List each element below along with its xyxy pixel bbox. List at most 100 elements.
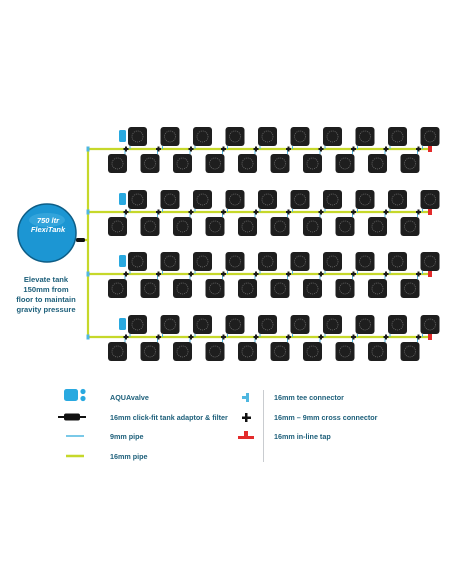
pot-icon: [303, 154, 322, 173]
cross-connector-icon: [123, 336, 129, 338]
pot-icon: [238, 217, 257, 236]
pot-icon: [238, 154, 257, 173]
cross-connector-icon: [221, 273, 226, 275]
pot-icon: [335, 342, 355, 361]
pot-icon: [205, 342, 225, 361]
cross-connector-icon: [156, 211, 161, 213]
pot-icon: [173, 342, 192, 361]
pot-icon: [108, 217, 127, 236]
legend-item-tank-adaptor: 16mm click-fit tank adaptor & filter: [110, 412, 228, 422]
pot-icon: [400, 342, 420, 361]
pot-icon: [238, 279, 257, 298]
pot-icon: [368, 154, 387, 173]
pot-icon: [193, 190, 212, 209]
cross-connector-icon: [156, 273, 161, 275]
cross-connector-icon: [383, 273, 389, 275]
cross-connector-icon: [123, 148, 129, 150]
pot-icon: [290, 252, 310, 271]
pot-icon: [323, 252, 342, 271]
pot-icon: [128, 190, 147, 209]
cross-connector-icon: [416, 273, 421, 275]
pot-icon: [388, 252, 407, 271]
pot-icon: [335, 217, 355, 236]
tank-highlight: [29, 213, 65, 227]
pot-icon: [140, 342, 160, 361]
aquavalve-icon: [119, 130, 126, 142]
tee-connector-icon: [86, 271, 90, 277]
legend-divider: [263, 390, 264, 462]
inline-tap-icon: [428, 146, 432, 152]
cross-connector-icon: [383, 148, 389, 150]
pot-icon: [258, 315, 277, 334]
pot-icon: [388, 190, 407, 209]
pot-icon: [173, 279, 192, 298]
pot-icon: [258, 252, 277, 271]
pot-icon: [225, 315, 245, 334]
pot-icon: [108, 342, 127, 361]
cross-connector-icon: [318, 273, 324, 275]
pot-icon: [323, 190, 342, 209]
pot-icon: [160, 315, 180, 334]
pot-icon: [108, 279, 127, 298]
pot-icon: [420, 252, 440, 271]
legend-item-aquavalve: AQUAvalve: [110, 392, 149, 402]
legend-item-inline-tap: 16mm in-line tap: [274, 431, 331, 441]
pot-icon: [173, 217, 192, 236]
pot-icon: [270, 279, 290, 298]
cross-connector-icon: [351, 336, 356, 338]
cross-connector-icon: [318, 148, 324, 150]
cross-connector-icon: [253, 336, 259, 338]
cross-connector-icon: [123, 273, 129, 275]
cross-connector-icon: [416, 148, 421, 150]
pot-icon: [270, 217, 290, 236]
pot-icon: [368, 279, 387, 298]
cross-connector-icon: [253, 211, 259, 213]
legend-item-9mm-pipe: 9mm pipe: [110, 431, 144, 441]
pot-icon: [420, 315, 440, 334]
pot-icon: [388, 127, 407, 146]
pot-icon: [270, 342, 290, 361]
pot-icon: [160, 127, 180, 146]
pot-icon: [258, 127, 277, 146]
tank-note: Elevate tank 150mm from floor to maintai…: [8, 275, 84, 315]
pot-icon: [355, 127, 375, 146]
tank-volume: 750 ltr: [36, 216, 60, 225]
cross-connector-icon: [188, 336, 194, 338]
pot-icon: [355, 315, 375, 334]
tank-type: FlexiTank: [30, 225, 66, 234]
aquavalve-icon: [119, 255, 126, 267]
pot-icon: [355, 190, 375, 209]
pot-icon: [160, 190, 180, 209]
tee-connector-icon: [86, 209, 90, 215]
pot-icon: [323, 127, 342, 146]
cross-connector-icon: [221, 148, 226, 150]
pot-icon: [225, 127, 245, 146]
pot-icon: [160, 252, 180, 271]
inline-tap-icon: [428, 271, 432, 277]
cross-connector-icon: [286, 148, 291, 150]
pot-icon: [140, 217, 160, 236]
flexitank-icon: [17, 203, 77, 263]
pot-icon: [193, 127, 212, 146]
pot-icon: [140, 279, 160, 298]
cross-connector-icon: [416, 211, 421, 213]
cross-connector-icon: [156, 336, 161, 338]
pot-icon: [238, 342, 257, 361]
cross-connector-icon: [286, 211, 291, 213]
pot-icon: [128, 315, 147, 334]
pot-icon: [303, 342, 322, 361]
tank-note-line: gravity pressure: [16, 305, 76, 314]
legend-cross-connector-arm: [242, 416, 251, 419]
pot-icon: [400, 279, 420, 298]
pot-icon: [290, 190, 310, 209]
pot-icon: [225, 190, 245, 209]
pot-icon: [368, 217, 387, 236]
cross-connector-icon: [123, 211, 129, 213]
pot-icon: [140, 154, 160, 173]
legend-tee-connector-arm: [242, 396, 246, 399]
tank-note-line: floor to maintain: [16, 295, 76, 304]
pot-icon: [400, 217, 420, 236]
cross-connector-icon: [318, 211, 324, 213]
cross-connector-icon: [188, 148, 194, 150]
